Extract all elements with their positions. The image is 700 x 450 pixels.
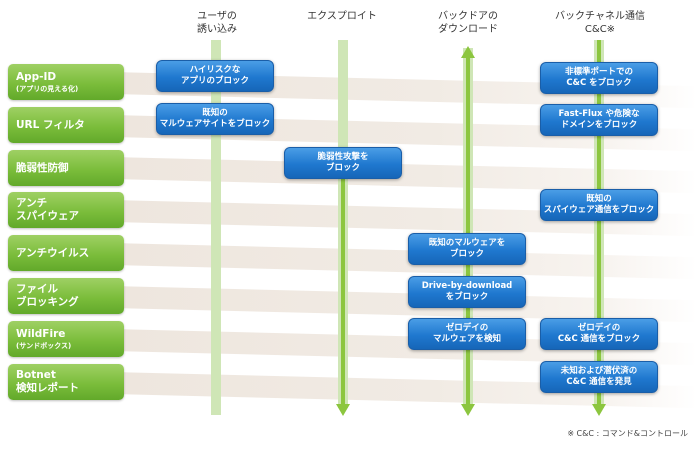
action-block-known-malware-sites: 既知のマルウェアサイトをブロック: [156, 103, 274, 135]
action-block-vulnerability-attacks: 脆弱性攻撃をブロック: [284, 147, 402, 179]
action-block-high-risk-apps: ハイリスクなアプリのブロック: [156, 60, 274, 92]
row-label-url-filter: URL フィルタ: [8, 107, 124, 143]
footnote: ※ C&C : コマンド&コントロール: [567, 429, 688, 438]
exploit-arrow-head: [336, 404, 350, 416]
row-label-app-id: App-ID(アプリの見える化): [8, 64, 124, 100]
backdoor-up-arrow-head: [461, 46, 475, 58]
c2-arrow-shaft: [597, 40, 601, 406]
row-label-antivirus: アンチウイルス: [8, 235, 124, 271]
action-detect-zero-day-malware: ゼロデイのマルウェアを検知: [408, 318, 526, 350]
action-block-known-malware: 既知のマルウェアをブロック: [408, 233, 526, 265]
c2-arrow-head: [592, 404, 606, 416]
column-header-exploit: エクスプロイト: [307, 11, 377, 22]
action-block-fast-flux-domains: Fast-Flux や危険なドメインをブロック: [540, 104, 658, 136]
exploit-arrow-shaft: [341, 170, 345, 406]
track-user-lure: [211, 40, 221, 415]
backdoor-arrow-shaft: [466, 58, 470, 406]
action-block-known-spyware-traffic: 既知のスパイウェア通信をブロック: [540, 189, 658, 221]
backdoor-down-arrow-head: [461, 404, 475, 416]
column-header-backdoor: バックドアの ダウンロード: [438, 11, 498, 35]
column-header-c2: バックチャネル通信 C&C※: [555, 11, 645, 35]
row-label-vulnerability-protection: 脆弱性防御: [8, 150, 124, 186]
row-label-file-blocking: ファイルブロッキング: [8, 278, 124, 314]
row-label-wildfire: WildFire(サンドボックス): [8, 321, 124, 357]
column-header-user-lure: ユーザの 誘い込み: [197, 11, 237, 35]
row-label-anti-spyware: アンチスパイウェア: [8, 192, 124, 228]
